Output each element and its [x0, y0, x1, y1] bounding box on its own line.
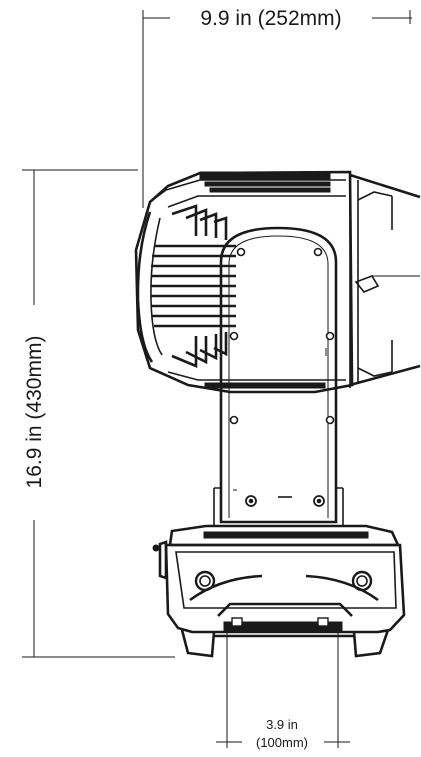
head-lower-vents [171, 332, 228, 368]
base-swoop-right [305, 574, 379, 602]
lower-vent-4 [213, 332, 228, 357]
head-upper-vents [171, 204, 228, 240]
head-bottom-rib [204, 382, 326, 389]
head-top-rib-1 [199, 171, 331, 181]
base-front-panel [175, 551, 397, 609]
base-foot-right [352, 629, 390, 658]
fixture-yoke-neck [213, 487, 344, 526]
screw-2 [313, 247, 323, 257]
base-swoop-left [189, 574, 263, 602]
screw-3 [229, 331, 239, 341]
upper-vent-3 [199, 212, 218, 238]
fixture-yoke-arm [219, 226, 338, 524]
head-outer-shell [134, 170, 354, 394]
base-width-label-line2: (100mm) [256, 735, 308, 750]
upper-vent-4 [213, 216, 228, 240]
head-front-curve-inner [150, 217, 163, 356]
base-bottom-cutout [217, 602, 353, 617]
head-top-rib-3 [209, 187, 331, 193]
lower-vent-3 [199, 334, 218, 361]
screw-6 [325, 415, 335, 425]
base-side-knob [152, 544, 160, 552]
screw-4 [325, 331, 335, 341]
height-dimension-label: 16.9 in (430mm) [23, 336, 46, 489]
fixture-head [134, 170, 354, 394]
base-clip-left [231, 617, 243, 627]
height-dimension: 16.9 in (430mm) [22, 169, 175, 658]
upper-vent-1 [171, 204, 198, 236]
lower-vent-1 [171, 336, 198, 368]
head-top-rib-2 [204, 181, 331, 187]
neck-bolt-right-center [316, 498, 322, 504]
yoke-screws [229, 247, 335, 425]
fixture-lens-barrel [349, 172, 421, 388]
head-cooling-fins [151, 244, 236, 328]
barrel-bottom-edge [349, 364, 421, 387]
base-top-trim [203, 531, 369, 539]
base-connector-right-inner [356, 575, 368, 587]
head-top-ribs [199, 171, 331, 193]
base-connector-left-inner [199, 575, 211, 587]
width-dimension-label: 9.9 in (252mm) [200, 7, 341, 30]
screw-1 [236, 247, 246, 257]
base-side-handle [158, 540, 168, 580]
base-foot-left [180, 629, 216, 658]
barrel-mid-clip [354, 275, 380, 293]
base-main-body [164, 543, 406, 634]
base-width-label-line1: 3.9 in [266, 717, 298, 732]
base-clip-right [317, 617, 329, 627]
yoke-arm-outline [219, 226, 338, 524]
head-front-curve [136, 211, 154, 363]
base-width-dimension: 3.9 in (100mm) [216, 628, 350, 750]
fixture-base [152, 524, 406, 658]
neck-bolt-left-center [248, 498, 254, 504]
head-bottom-band [167, 371, 346, 381]
base-connector-strip [223, 621, 343, 633]
yoke-arm-inner-edge [228, 235, 329, 518]
head-top-band [167, 195, 346, 208]
upper-vent-2 [185, 208, 208, 236]
barrel-lower-clip [357, 367, 393, 377]
barrel-upper-clip [357, 191, 393, 201]
barrel-top-edge [349, 173, 421, 199]
width-dimension: 9.9 in (252mm) [142, 7, 412, 208]
lower-vent-2 [185, 336, 208, 365]
screw-5 [229, 415, 239, 425]
